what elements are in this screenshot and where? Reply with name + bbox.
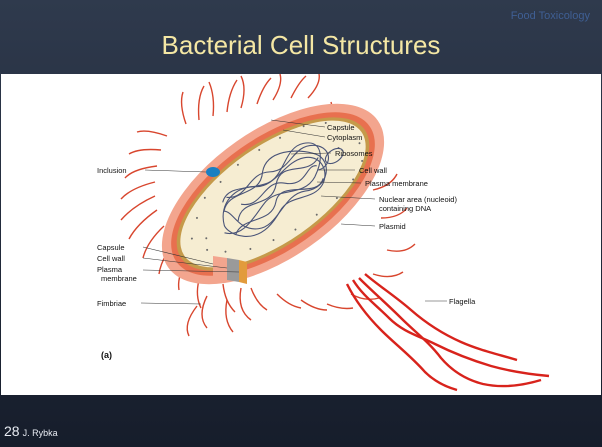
flagella bbox=[347, 274, 549, 390]
inclusion-body bbox=[206, 167, 220, 177]
label-capsule-left: Capsule bbox=[97, 243, 125, 252]
author-name: J. Rybka bbox=[23, 428, 58, 438]
label-plasma-membrane-top: Plasma membrane bbox=[365, 179, 428, 188]
label-nucleoid-line1: Nuclear area (nucleoid) bbox=[379, 195, 457, 204]
slide-title: Bacterial Cell Structures bbox=[0, 30, 602, 61]
bacterial-cell-diagram: Capsule Cytoplasm Ribosomes Cell wall Pl… bbox=[1, 74, 601, 395]
label-cell-wall-top: Cell wall bbox=[359, 166, 387, 175]
label-plasmid: Plasmid bbox=[379, 222, 406, 231]
slide-footer: 28J. Rybka bbox=[4, 423, 58, 441]
label-cytoplasm: Cytoplasm bbox=[327, 133, 362, 142]
cell-body bbox=[131, 74, 414, 320]
label-inclusion: Inclusion bbox=[97, 166, 127, 175]
label-flagella: Flagella bbox=[449, 297, 476, 306]
label-ribosomes: Ribosomes bbox=[335, 149, 373, 158]
label-nucleoid-line2: containing DNA bbox=[379, 204, 431, 213]
label-capsule-top: Capsule bbox=[327, 123, 355, 132]
label-cell-wall-left: Cell wall bbox=[97, 254, 125, 263]
label-plasma-membrane-left-1: Plasma bbox=[97, 265, 123, 274]
page-number: 28 bbox=[4, 423, 20, 439]
course-name: Food Toxicology bbox=[511, 10, 590, 22]
label-fimbriae: Fimbriae bbox=[97, 299, 126, 308]
label-plasma-membrane-left-2: membrane bbox=[101, 274, 137, 283]
panel-label: (a) bbox=[101, 350, 112, 360]
